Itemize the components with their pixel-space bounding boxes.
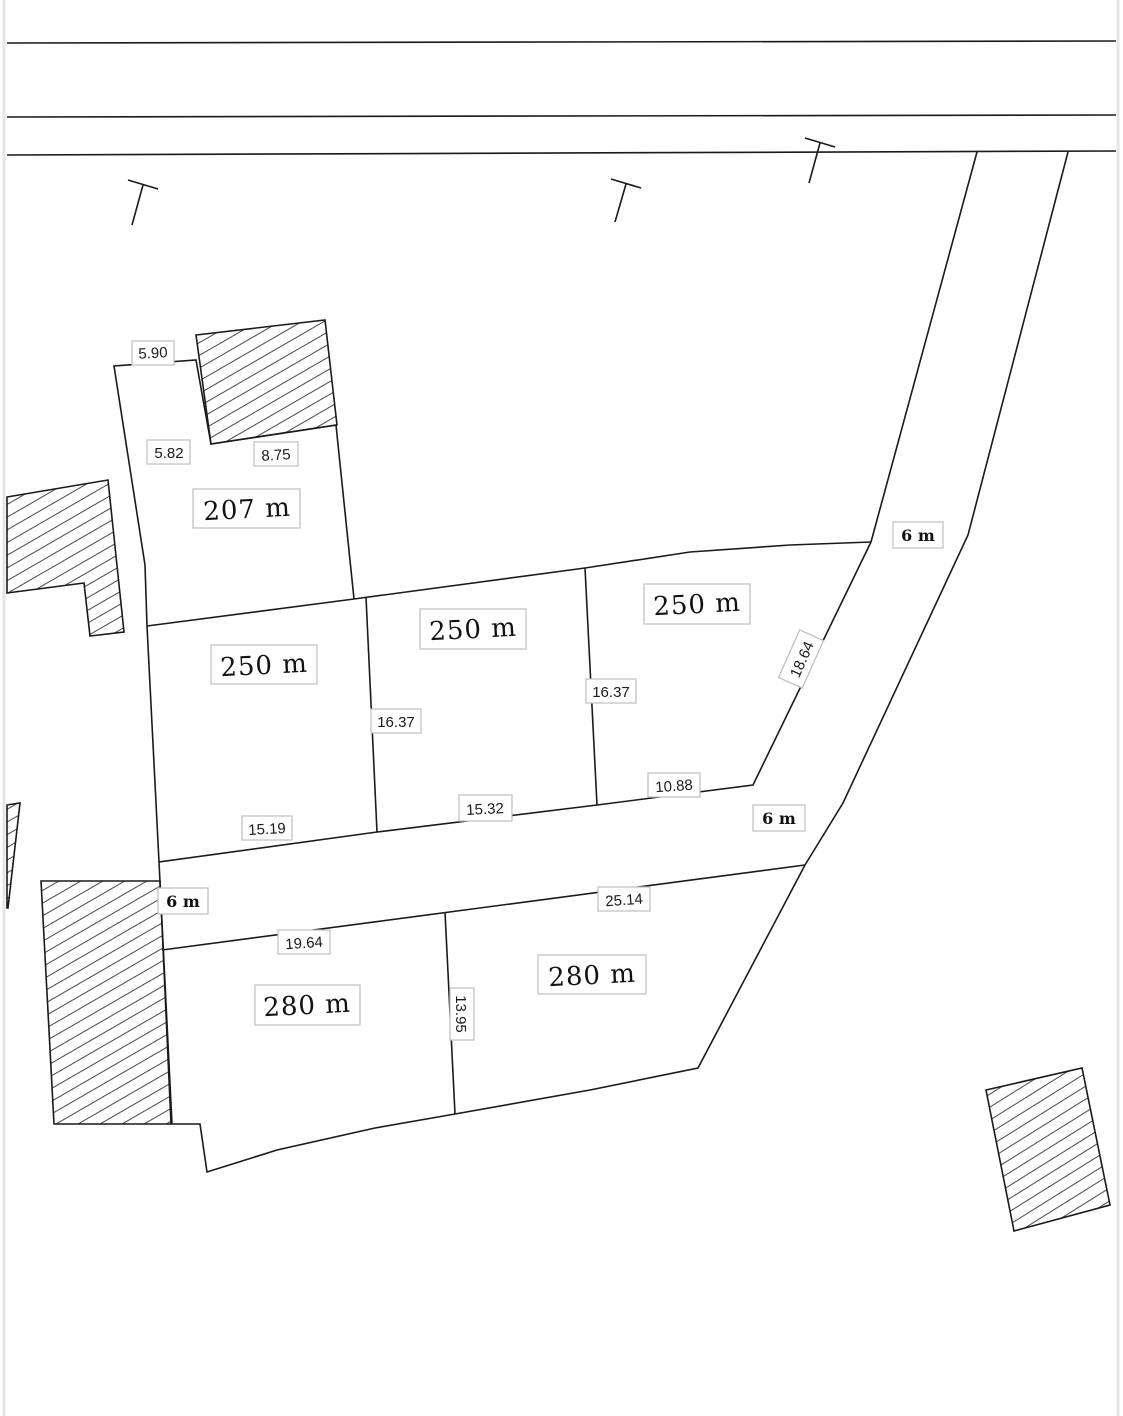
dim-label-right-diagonal: 18.64 xyxy=(777,629,825,689)
svg-text:250 m: 250 m xyxy=(653,588,742,623)
lot-250-right-area-label: 250 m xyxy=(643,583,751,625)
svg-text:6 m: 6 m xyxy=(166,892,200,911)
hatched-building-left-mid xyxy=(6,802,21,909)
svg-text:5.82: 5.82 xyxy=(154,445,183,462)
svg-text:280 m: 280 m xyxy=(548,959,637,994)
svg-text:15.32: 15.32 xyxy=(466,800,504,819)
svg-text:19.64: 19.64 xyxy=(285,934,324,954)
lot-207-area-label: 207 m xyxy=(192,488,301,529)
hatched-building-left-upper xyxy=(6,479,125,637)
hatched-building-top xyxy=(195,319,338,445)
pole-marker-2 xyxy=(610,178,642,223)
pole-marker-3 xyxy=(804,137,836,184)
svg-text:15.19: 15.19 xyxy=(248,820,286,839)
dim-label-top-left-280: 19.64 xyxy=(277,929,331,955)
dim-label-bottom-right-250: 10.88 xyxy=(647,772,701,798)
street-line-bottom xyxy=(6,150,1117,156)
svg-text:6 m: 6 m xyxy=(901,526,935,545)
dim-label-top-left-side: 5.82 xyxy=(146,439,191,465)
lot-280-right-area-label: 280 m xyxy=(537,954,647,995)
svg-text:250 m: 250 m xyxy=(429,613,518,648)
road-label-diagonal: 6 m xyxy=(892,521,944,549)
svg-text:5.90: 5.90 xyxy=(138,344,168,363)
svg-text:13.95: 13.95 xyxy=(452,995,469,1033)
road-label-middle-left: 6 m xyxy=(157,887,209,915)
lots-250-top-boundary xyxy=(146,541,872,627)
svg-text:16.37: 16.37 xyxy=(592,684,630,701)
lot-207-outline xyxy=(113,359,355,627)
svg-text:10.88: 10.88 xyxy=(655,777,694,797)
dim-label-mid-divider-right: 16.37 xyxy=(585,678,637,704)
dim-label-bottom-left-250: 15.19 xyxy=(241,815,293,841)
parcel-outline xyxy=(158,541,872,1174)
dim-label-bottom-middle-250: 15.32 xyxy=(458,794,513,822)
lot-280-left-area-label: 280 m xyxy=(254,984,361,1026)
middle-road-lower-edge xyxy=(161,864,806,951)
dim-label-top-left-inner: 8.75 xyxy=(253,441,299,467)
road-label-middle-right: 6 m xyxy=(752,804,806,832)
street-line-top xyxy=(6,40,1117,44)
svg-text:8.75: 8.75 xyxy=(261,446,291,465)
svg-text:207 m: 207 m xyxy=(203,493,292,528)
svg-text:250 m: 250 m xyxy=(220,649,309,684)
diagonal-road-left-edge xyxy=(870,151,978,543)
dim-label-mid-divider-left: 16.37 xyxy=(370,708,422,734)
hatched-building-right xyxy=(985,1067,1111,1232)
pole-marker-1 xyxy=(127,179,159,226)
lot-250-left-area-label: 250 m xyxy=(210,644,318,685)
svg-text:16.37: 16.37 xyxy=(377,714,415,731)
parcel-left-edge xyxy=(146,625,160,863)
diagonal-road-right-edge xyxy=(804,151,1069,866)
dim-label-top-right-280: 25.14 xyxy=(597,886,651,912)
svg-text:6 m: 6 m xyxy=(762,809,796,828)
street-line-middle xyxy=(6,114,1117,118)
lot-250-middle-area-label: 250 m xyxy=(419,608,527,650)
svg-text:25.14: 25.14 xyxy=(605,891,644,911)
hatched-building-left-lower xyxy=(40,880,172,1125)
svg-text:280 m: 280 m xyxy=(263,989,352,1024)
dim-label-top-left-width: 5.90 xyxy=(131,340,175,366)
dim-label-divider-280: 13.95 xyxy=(449,987,475,1041)
